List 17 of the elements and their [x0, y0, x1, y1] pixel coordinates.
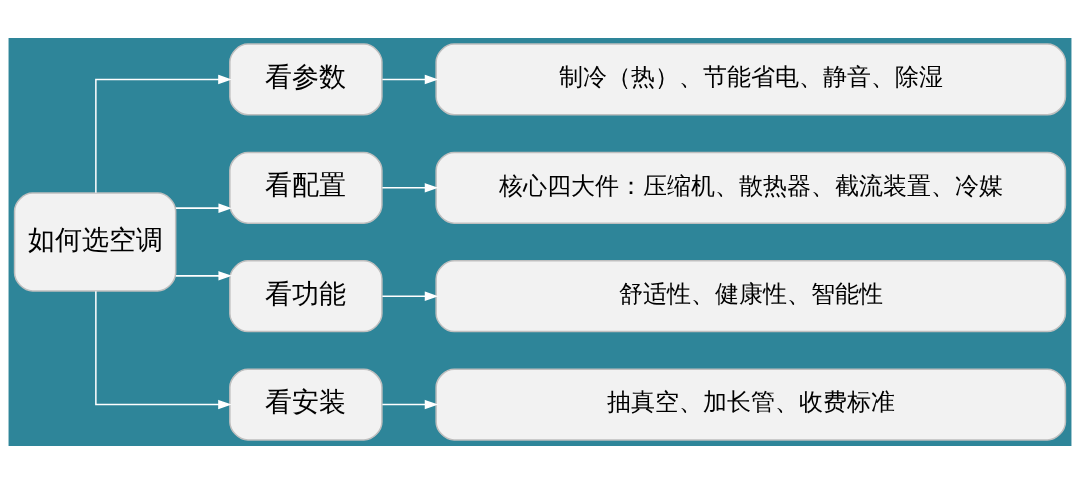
- node-box: 看安装: [229, 367, 383, 441]
- arrow: [175, 202, 232, 213]
- node-box: 看参数: [229, 42, 383, 116]
- arrow: [175, 270, 232, 281]
- node-box: 如何选空调: [13, 191, 177, 292]
- node-box: 看配置: [229, 151, 383, 224]
- node-box: 看功能: [229, 259, 383, 332]
- arrow: [381, 182, 439, 193]
- node-box: 核心四大件：压缩机、散热器、截流装置、冷媒: [435, 151, 1067, 224]
- arrow: [381, 399, 439, 409]
- node-box: 舒适性、健康性、智能性: [435, 259, 1067, 332]
- node-box: 抽真空、加长管、收费标准: [435, 367, 1067, 441]
- arrow: [95, 74, 232, 194]
- arrow: [95, 289, 232, 409]
- arrow: [381, 74, 439, 84]
- arrow: [381, 290, 439, 301]
- node-box: 制冷（热）、节能省电、静音、除湿: [435, 42, 1067, 116]
